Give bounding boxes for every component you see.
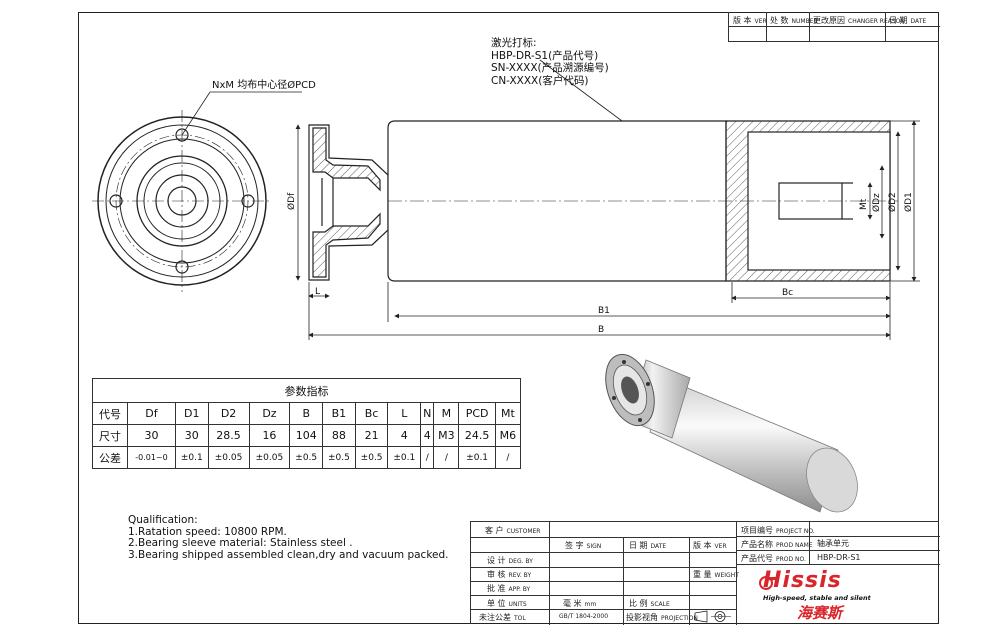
table-cell: ±0.5 — [322, 446, 356, 469]
logo-brand: Hissis — [763, 568, 842, 593]
table-cell: 28.5 — [207, 424, 250, 447]
side-view-flange — [308, 124, 389, 281]
projection-symbol-icon — [694, 610, 731, 623]
table-cell: -0.01~0 — [127, 446, 176, 469]
dim-b: B — [598, 325, 604, 335]
table-cell: 4 — [387, 424, 422, 447]
table-cell: PCD — [458, 402, 496, 425]
qualification-title: Qualification: — [128, 514, 198, 526]
table-cell: / — [433, 446, 460, 469]
logo-mark-icon — [759, 576, 773, 590]
table-row: 公差 -0.01~0 ±0.1 ±0.05 ±0.05 ±0.5 ±0.5 ±0… — [92, 446, 522, 469]
param-table-title: 参数指标 — [92, 378, 521, 403]
table-cell: M — [433, 402, 460, 425]
table-cell: 代号 — [92, 402, 128, 425]
table-cell: 104 — [289, 424, 324, 447]
laser-marking-note: 激光打标: HBP-DR-S1(产品代号) SN-XXXX(产品溯源编号) CN… — [491, 37, 609, 87]
dim-d2: ØD2 — [887, 192, 898, 212]
table-cell: / — [420, 446, 435, 469]
table-row: 代号 Df D1 D2 Dz B B1 Bc L N M PCD Mt — [92, 402, 522, 425]
table-cell: 公差 — [92, 446, 128, 469]
table-cell: ±0.1 — [174, 446, 209, 469]
table-cell: L — [387, 402, 422, 425]
table-cell: 30 — [174, 424, 209, 447]
side-view-body — [387, 120, 898, 282]
dim-d1: ØD1 — [903, 192, 914, 212]
laser-marking-line: CN-XXXX(客户代码) — [491, 74, 589, 87]
table-cell: B — [289, 402, 324, 425]
dimension-labels: ØDf L B1 B Bc Mt ØDz ØD2 ØD1 NxM 均布中心径ØP… — [212, 78, 914, 335]
qualification-item: 3.Bearing shipped assembled clean,dry an… — [128, 548, 449, 561]
table-cell: M6 — [494, 424, 522, 447]
table-cell: Df — [127, 402, 176, 425]
table-cell: Mt — [494, 402, 522, 425]
pcd-note: NxM 均布中心径ØPCD — [212, 78, 316, 91]
table-cell: D2 — [207, 402, 250, 425]
dimension-lines — [295, 59, 920, 340]
laser-marking-title: 激光打标: — [491, 37, 537, 49]
table-cell: 30 — [127, 424, 176, 447]
table-cell: ±0.1 — [387, 446, 422, 469]
parameter-table: 参数指标 代号 Df D1 D2 Dz B B1 Bc L N M PCD Mt… — [92, 378, 522, 469]
table-cell: 21 — [354, 424, 389, 447]
table-cell: ±0.1 — [458, 446, 496, 469]
table-cell: M3 — [433, 424, 460, 447]
qualification-item: 1.Ratation speed: 10800 RPM. — [128, 525, 287, 538]
dim-df: ØDf — [286, 192, 297, 210]
laser-marking-line: SN-XXXX(产品溯源编号) — [491, 62, 609, 75]
iso-render — [605, 353, 858, 513]
laser-marking-line: HBP-DR-S1(产品代号) — [491, 49, 599, 62]
dim-dz: ØDz — [871, 193, 882, 212]
dim-l: L — [315, 287, 320, 297]
table-cell: Dz — [248, 402, 291, 425]
table-cell: ±0.05 — [207, 446, 250, 469]
table-cell: ±0.5 — [354, 446, 389, 469]
dim-bc: Bc — [782, 288, 793, 298]
table-cell: 24.5 — [458, 424, 496, 447]
table-cell: 88 — [322, 424, 356, 447]
front-view — [92, 91, 302, 292]
table-cell: N — [420, 402, 435, 425]
hissis-logo: Hissis High-speed, stable and silent 海赛斯 — [759, 568, 909, 622]
qualification-notes: Qualification: 1.Ratation speed: 10800 R… — [128, 514, 449, 561]
logo-tagline: High-speed, stable and silent — [763, 594, 871, 602]
table-cell: 尺寸 — [92, 424, 128, 447]
drawing-frame — [78, 12, 939, 624]
logo-cn: 海赛斯 — [797, 604, 843, 622]
table-cell: B1 — [322, 402, 356, 425]
table-cell: 4 — [420, 424, 435, 447]
dim-mt: Mt — [859, 198, 869, 210]
table-cell: ±0.05 — [248, 446, 291, 469]
table-cell: / — [494, 446, 522, 469]
table-cell: D1 — [174, 402, 209, 425]
table-row: 尺寸 30 30 28.5 16 104 88 21 4 4 M3 24.5 M… — [92, 424, 522, 447]
table-cell: Bc — [354, 402, 389, 425]
qualification-item: 2.Bearing sleeve material: Stainless ste… — [128, 537, 353, 550]
table-cell: 16 — [248, 424, 291, 447]
dim-b1: B1 — [598, 306, 610, 316]
table-cell: ±0.5 — [289, 446, 324, 469]
